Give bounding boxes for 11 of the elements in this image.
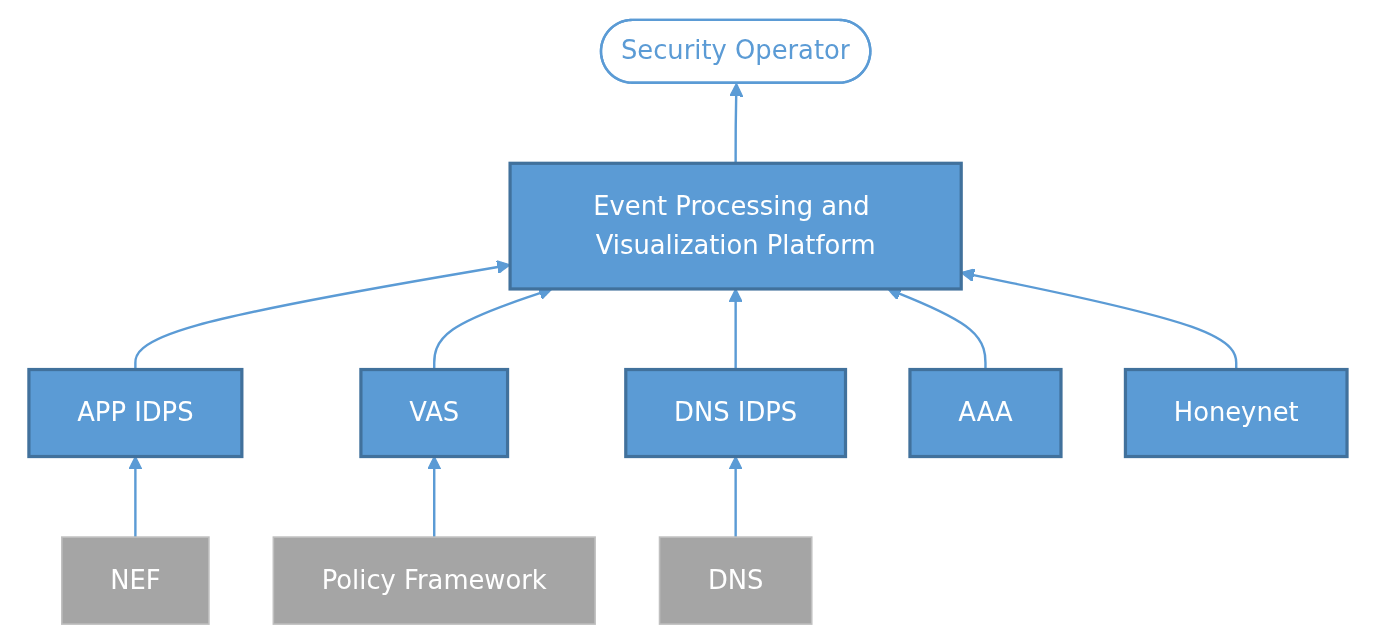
node-box: AAA — [908, 367, 1063, 459]
node-box: Honeynet — [1123, 367, 1349, 459]
node-box: DNS — [658, 536, 813, 625]
node-box: VAS — [359, 367, 510, 459]
node-box: DNS IDPS — [624, 367, 848, 459]
node-box: Event Processing and Visualization Platform — [508, 161, 963, 291]
arrow — [729, 82, 744, 164]
node-box: APP IDPS — [27, 367, 244, 459]
node-box: NEF — [61, 536, 210, 625]
node-box: Policy Framework — [272, 536, 596, 625]
arrow — [728, 288, 743, 370]
